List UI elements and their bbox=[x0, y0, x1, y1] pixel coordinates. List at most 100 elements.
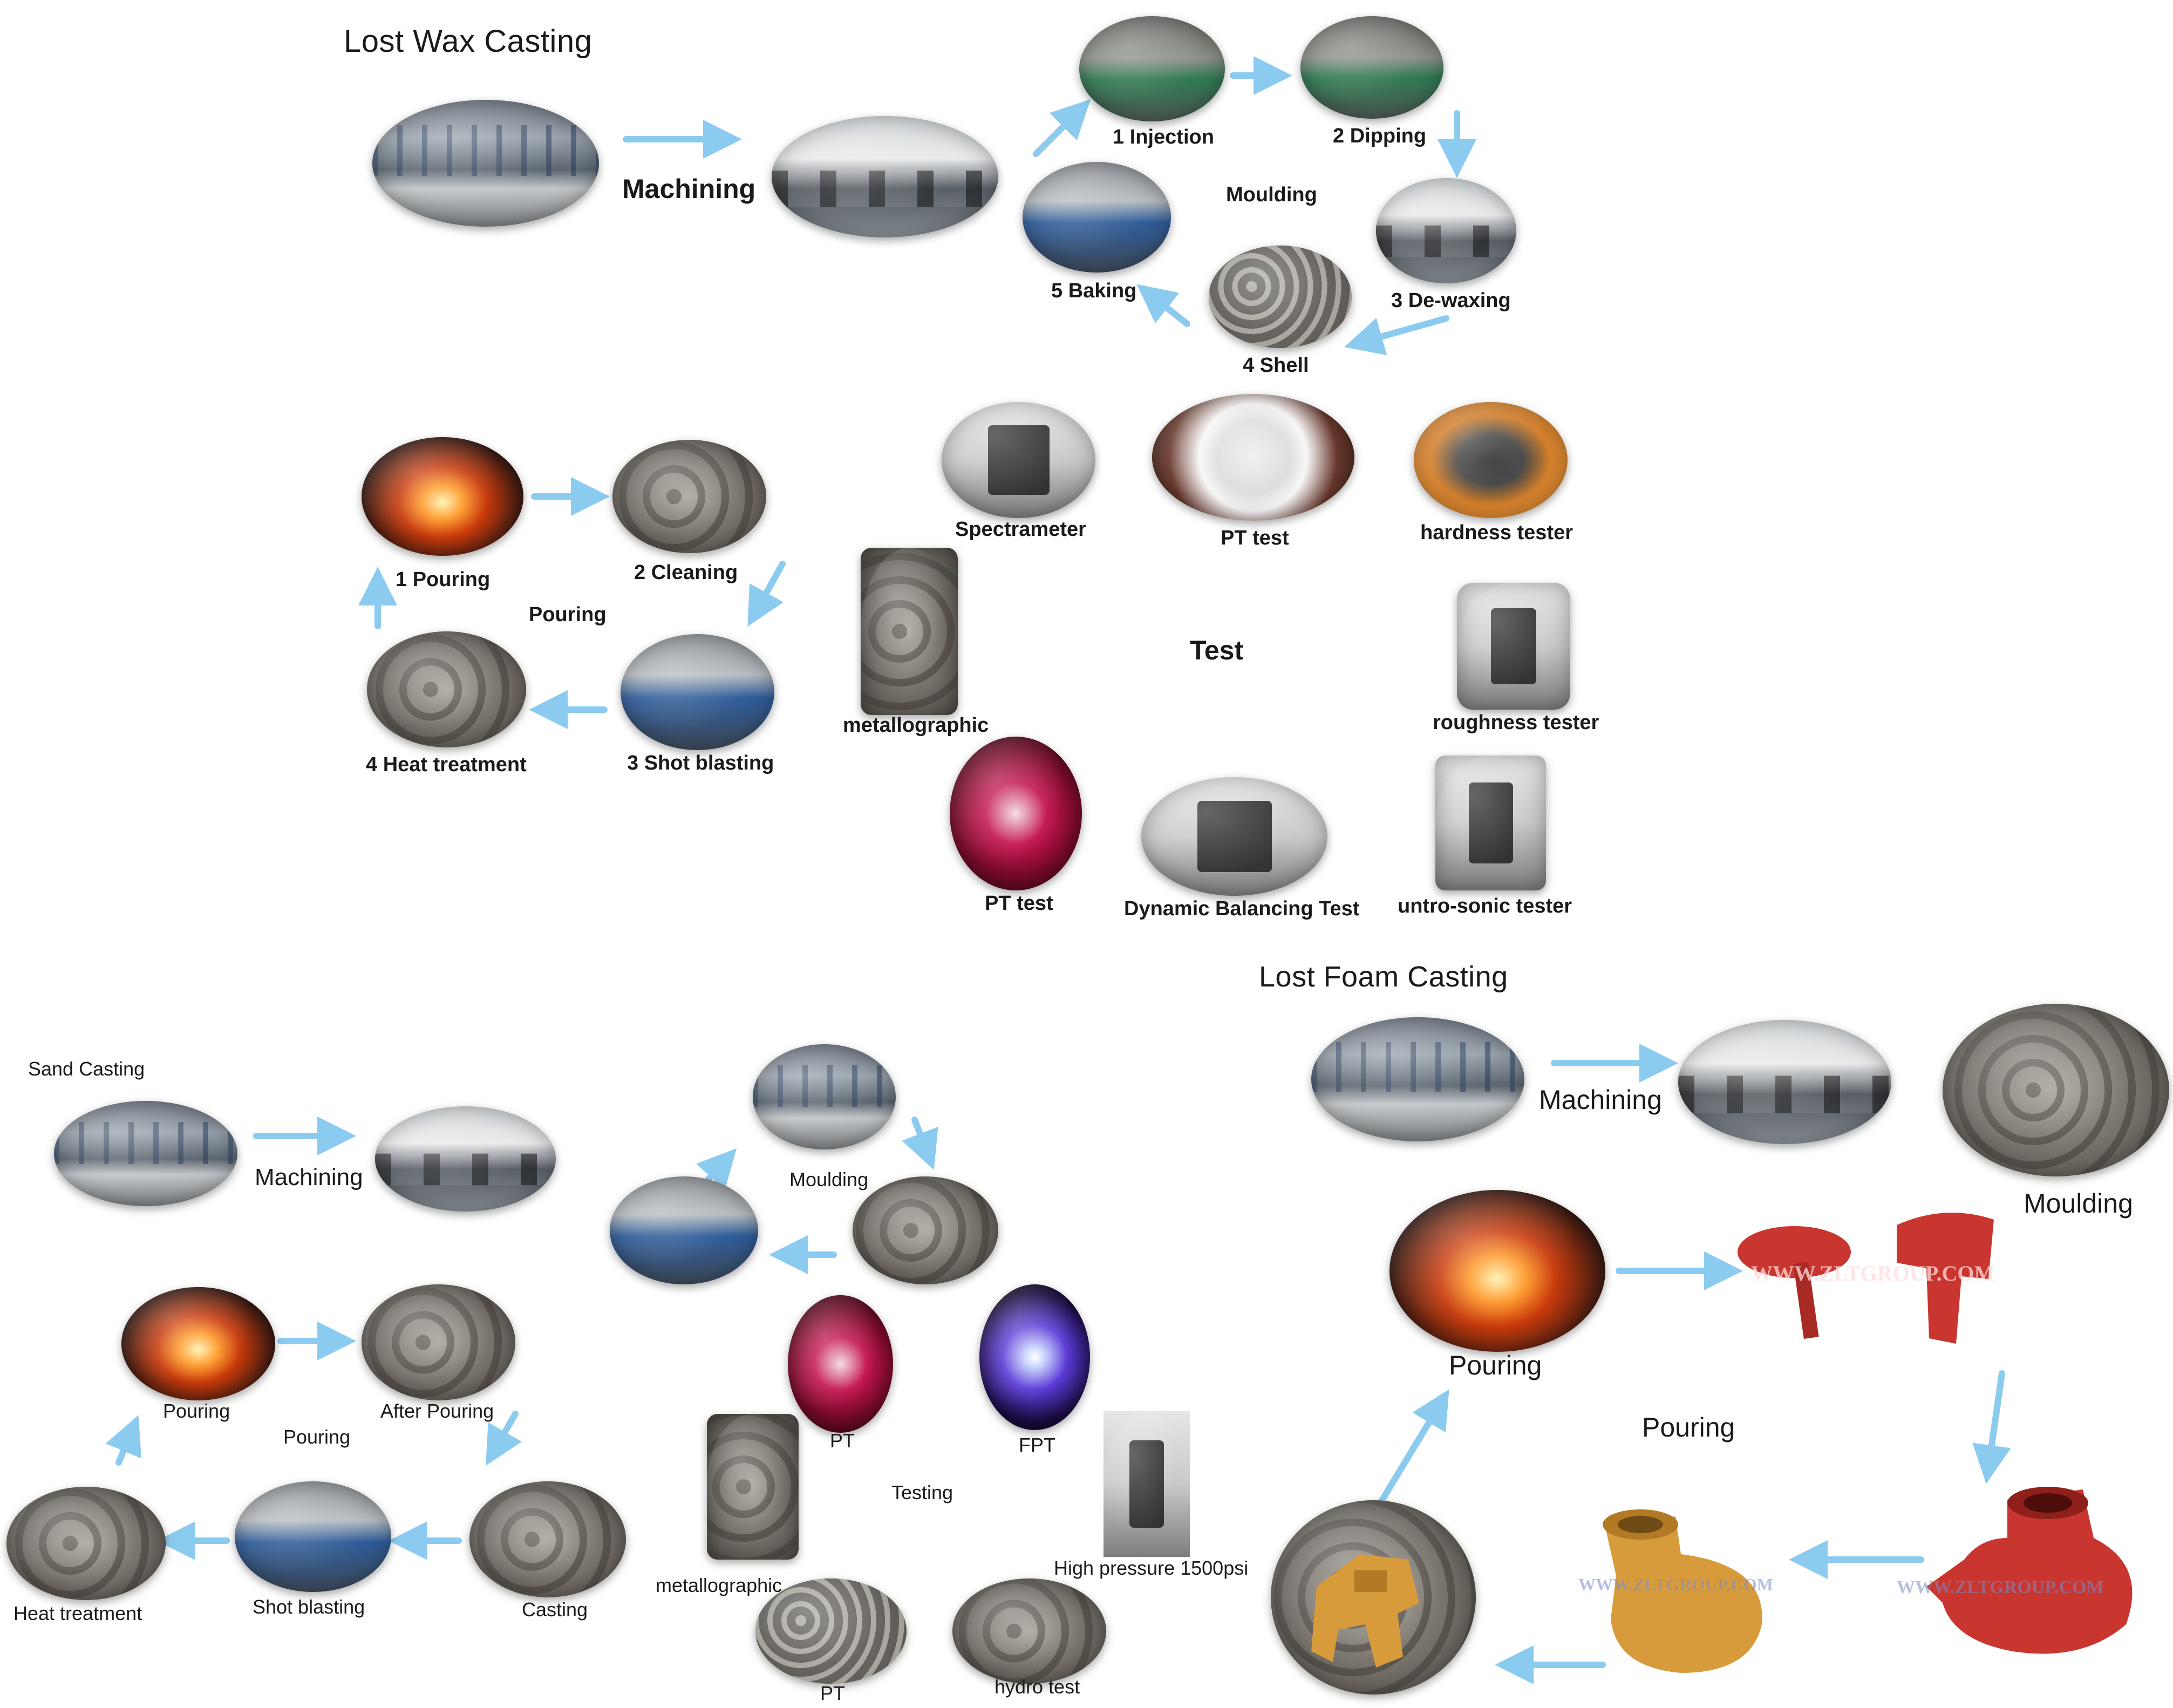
sand-step-pouring: Pouring bbox=[163, 1400, 230, 1422]
factory-photo bbox=[372, 100, 599, 227]
high-pressure-photo bbox=[1103, 1411, 1190, 1557]
test-title: Test bbox=[1190, 635, 1244, 665]
lost-wax-title: Lost Wax Casting bbox=[344, 24, 592, 59]
moulding-title: Moulding bbox=[1226, 183, 1317, 206]
step-pouring: 1 Pouring bbox=[396, 568, 491, 591]
arrow bbox=[486, 1411, 522, 1466]
baking-photo bbox=[1023, 162, 1171, 273]
sand-fpt-photo bbox=[979, 1284, 1090, 1430]
pt-test-photo bbox=[1152, 394, 1354, 521]
arrow bbox=[105, 1415, 142, 1466]
foam-pouring-title: Pouring bbox=[1642, 1412, 1735, 1442]
sand-step-heat-treatment: Heat treatment bbox=[13, 1602, 142, 1624]
step-dipping: 2 Dipping bbox=[1333, 125, 1427, 147]
machining-photo bbox=[772, 116, 998, 237]
foam-pouring-photo bbox=[1389, 1190, 1605, 1352]
lost-wax-pouring-title: Pouring bbox=[529, 603, 607, 626]
dewaxing-photo bbox=[1376, 178, 1516, 283]
step-shot-blasting: 3 Shot blasting bbox=[627, 752, 774, 774]
foam-red-casing bbox=[1926, 1487, 2133, 1654]
sand-pt-photo bbox=[788, 1295, 893, 1433]
arrow bbox=[1136, 284, 1190, 327]
cleaning-photo bbox=[612, 440, 766, 553]
sand-test-hydro: hydro test bbox=[994, 1676, 1080, 1698]
foam-yellow-casing bbox=[1603, 1509, 1762, 1673]
red-disc-part bbox=[1738, 1226, 1851, 1278]
arrow bbox=[1375, 1389, 1449, 1509]
hydro-test-photo bbox=[952, 1578, 1106, 1684]
test-pt-test-2: PT test bbox=[985, 892, 1053, 915]
arrow bbox=[902, 1117, 938, 1171]
sand-pouring-title: Pouring bbox=[283, 1426, 351, 1448]
step-cleaning: 2 Cleaning bbox=[634, 561, 738, 584]
heat-treatment-photo bbox=[367, 631, 526, 747]
lost-wax-machining-label: Machining bbox=[622, 174, 756, 204]
watermark: WWW.ZLTGROUP.COM bbox=[1897, 1577, 2104, 1597]
sand-shot-blasting-photo bbox=[235, 1481, 391, 1592]
sand-step-casting: Casting bbox=[522, 1598, 588, 1621]
roughness-tester-photo bbox=[1457, 583, 1570, 710]
sand-step-shot-blasting: Shot blasting bbox=[253, 1596, 365, 1618]
casting-photo bbox=[469, 1481, 626, 1597]
arrow bbox=[1972, 1370, 2011, 1484]
pt-test-pink-photo bbox=[950, 737, 1082, 890]
watermark: WWW.ZLTGROUP.COM bbox=[1751, 1261, 1995, 1285]
foam-yellow-frame bbox=[1311, 1554, 1419, 1668]
spectrameter-photo bbox=[942, 402, 1095, 518]
sand-testing-title: Testing bbox=[891, 1481, 953, 1503]
sand-step-after-pouring: After Pouring bbox=[380, 1400, 494, 1422]
metallographic-photo bbox=[861, 548, 958, 715]
sand-test-fpt: FPT bbox=[1019, 1434, 1055, 1456]
pouring-photo bbox=[362, 437, 523, 556]
sand-metallographic-photo bbox=[707, 1414, 799, 1560]
watermark: WWW.ZLTGROUP.COM bbox=[1578, 1575, 1773, 1594]
sand-heat-treatment-photo bbox=[6, 1487, 166, 1600]
sand-test-pt-2: PT bbox=[820, 1682, 846, 1704]
dynamic-balancing-photo bbox=[1141, 777, 1327, 896]
test-dynamic-balancing: Dynamic Balancing Test bbox=[1124, 897, 1360, 920]
red-vane-part bbox=[1897, 1213, 1994, 1344]
sand-machining-label: Machining bbox=[255, 1164, 363, 1190]
sand-test-pt: PT bbox=[830, 1430, 855, 1452]
arrow bbox=[1344, 315, 1449, 356]
test-metallographic: metallographic bbox=[843, 714, 989, 737]
step-heat-treatment: 4 Heat treatment bbox=[366, 753, 527, 776]
step-baking: 5 Baking bbox=[1051, 280, 1137, 302]
sand-machining-photo bbox=[375, 1106, 556, 1212]
shell-photo bbox=[1209, 246, 1352, 348]
test-pt-test: PT test bbox=[1221, 527, 1289, 549]
shot-blasting-photo bbox=[621, 634, 774, 750]
foam-machining-label: Machining bbox=[1539, 1085, 1662, 1115]
after-pouring-photo bbox=[362, 1284, 515, 1400]
foam-pouring-step: Pouring bbox=[1449, 1350, 1542, 1380]
test-ultrasonic-tester: untro-sonic tester bbox=[1398, 895, 1572, 917]
sand-pouring-photo bbox=[121, 1287, 275, 1400]
lost-foam-title: Lost Foam Casting bbox=[1259, 961, 1508, 993]
foam-moulding-label: Moulding bbox=[2024, 1188, 2133, 1219]
step-shell: 4 Shell bbox=[1243, 354, 1309, 377]
foam-yellow-frame-photo bbox=[1271, 1500, 1476, 1695]
test-roughness-tester: roughness tester bbox=[1433, 711, 1599, 734]
ultrasonic-tester-photo bbox=[1435, 756, 1546, 890]
test-spectrameter: Spectrameter bbox=[955, 518, 1086, 541]
arrow bbox=[747, 561, 786, 627]
red-disc-stem bbox=[1793, 1262, 1819, 1339]
hardness-tester-photo bbox=[1414, 402, 1568, 518]
foam-red-parts bbox=[1738, 1213, 1994, 1344]
sand-pt-2-photo bbox=[755, 1578, 907, 1684]
foam-factory-photo bbox=[1311, 1017, 1524, 1141]
injection-photo bbox=[1079, 16, 1225, 121]
sand-test-high-pressure: High pressure 1500psi bbox=[1054, 1557, 1249, 1579]
sand-moulding-photo-1 bbox=[753, 1044, 896, 1149]
test-hardness-tester: hardness tester bbox=[1420, 521, 1573, 544]
arrow bbox=[1033, 99, 1091, 157]
foam-machining-photo bbox=[1678, 1020, 1891, 1144]
step-dewaxing: 3 De-waxing bbox=[1391, 289, 1511, 312]
sand-moulding-photo-3 bbox=[853, 1176, 998, 1284]
sand-factory-photo bbox=[54, 1101, 237, 1206]
foam-moulding-photo bbox=[1943, 1004, 2169, 1176]
dipping-photo bbox=[1300, 16, 1443, 119]
sand-moulding-photo-2 bbox=[610, 1176, 758, 1284]
sand-title: Sand Casting bbox=[28, 1058, 145, 1080]
step-injection: 1 Injection bbox=[1113, 126, 1214, 148]
